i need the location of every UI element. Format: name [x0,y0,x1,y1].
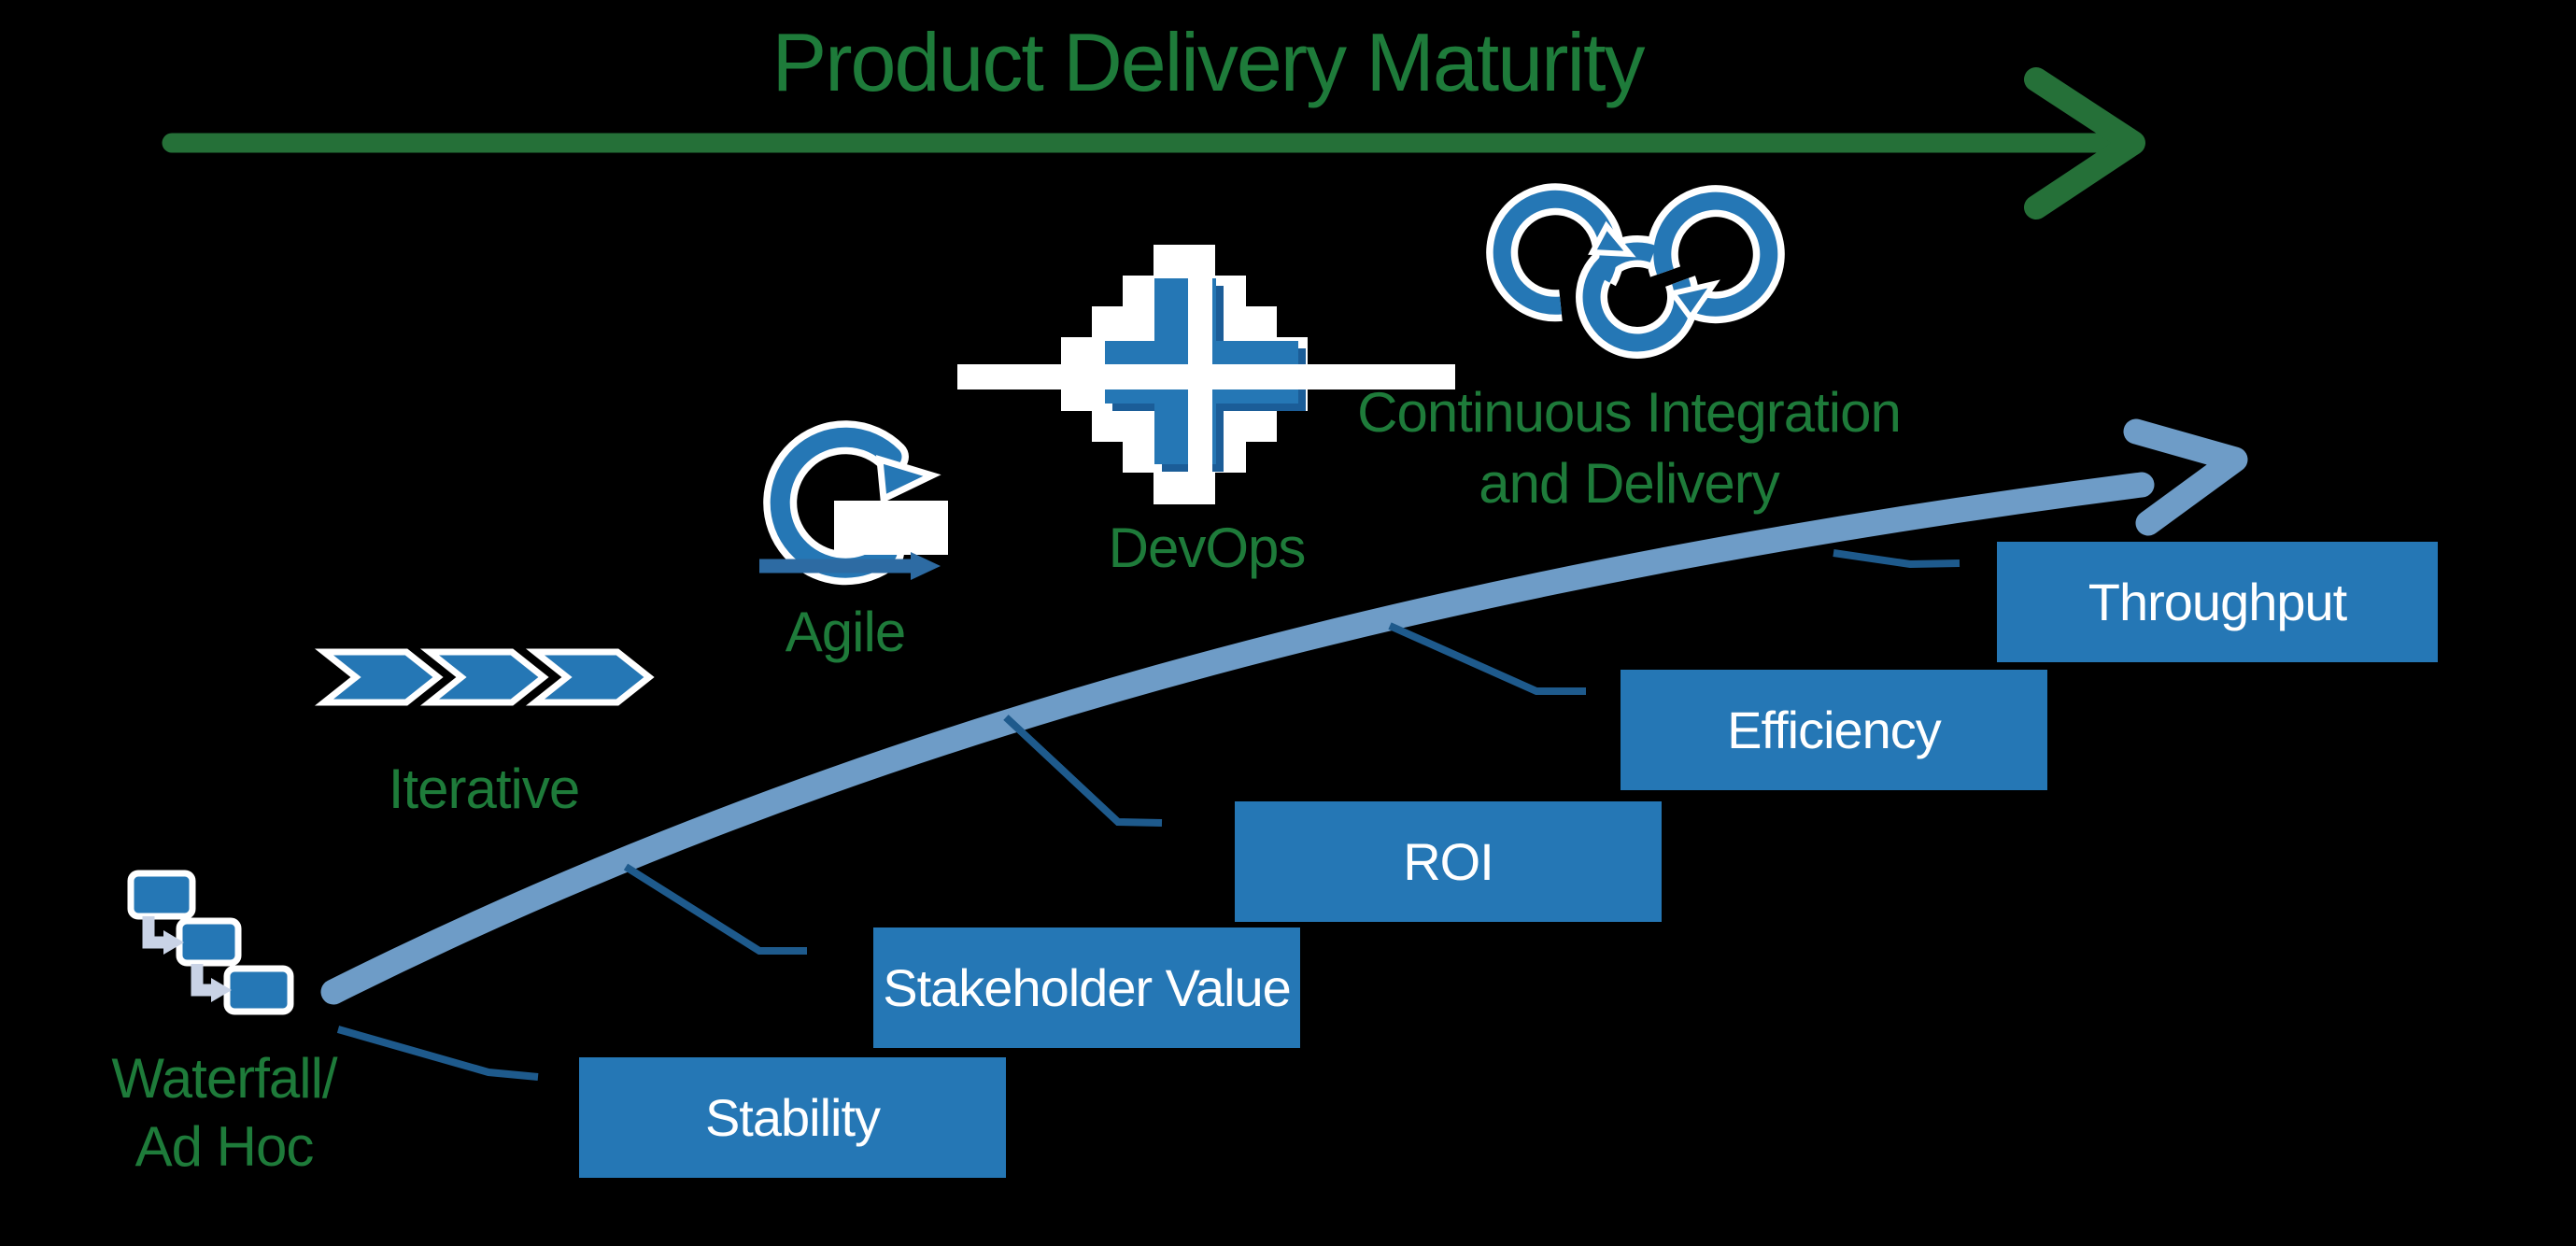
callout-stability [336,1026,539,1081]
maturity-axis-arrow [162,67,2145,219]
triple-chevron-icon [314,648,655,706]
stage-label-iterative: Iterative [388,758,580,820]
benefit-box-roi: ROI [1235,801,1662,922]
benefit-box-stability: Stability [579,1057,1006,1178]
benefit-label: Efficiency [1727,701,1942,759]
callout-stakeholder-value [623,863,807,955]
growth-curve-arrow [320,418,2248,1005]
stage-label-agile: Agile [785,601,906,663]
callout-efficiency [1388,622,1586,695]
benefit-label: Throughput [2088,573,2347,631]
callout-roi [1003,715,1163,827]
stage-label-cicd-line1: Continuous Integration [1357,381,1902,444]
stage-label-waterfall-line1: Waterfall/ [111,1047,337,1110]
stage-label-cicd-line2: and Delivery [1479,452,1780,515]
page-title: Product Delivery Maturity [771,16,1646,108]
benefit-box-throughput: Throughput [1997,542,2438,662]
sprint-cycle-arrow-icon [759,420,948,586]
sprint-card [834,501,948,555]
benefit-box-efficiency: Efficiency [1621,670,2047,790]
benefit-label: Stakeholder Value [883,958,1291,1017]
pixel-cross-icon [957,245,1455,504]
callout-throughput [1833,549,1960,569]
stage-label-waterfall: Waterfall/ Ad Hoc [37,1044,411,1181]
benefit-label: Stability [704,1088,881,1147]
cascading-boxes-icon [127,870,294,1015]
stage-label-cicd: Continuous Integration and Delivery [1283,377,1974,519]
benefit-label: ROI [1403,832,1494,891]
benefit-callout-lines [336,549,1960,1081]
stage-label-devops: DevOps [1108,517,1307,579]
stage-label-waterfall-line2: Ad Hoc [134,1115,315,1178]
infinity-loops-icon [1486,183,1785,359]
benefit-box-stakeholder-value: Stakeholder Value [873,927,1300,1048]
